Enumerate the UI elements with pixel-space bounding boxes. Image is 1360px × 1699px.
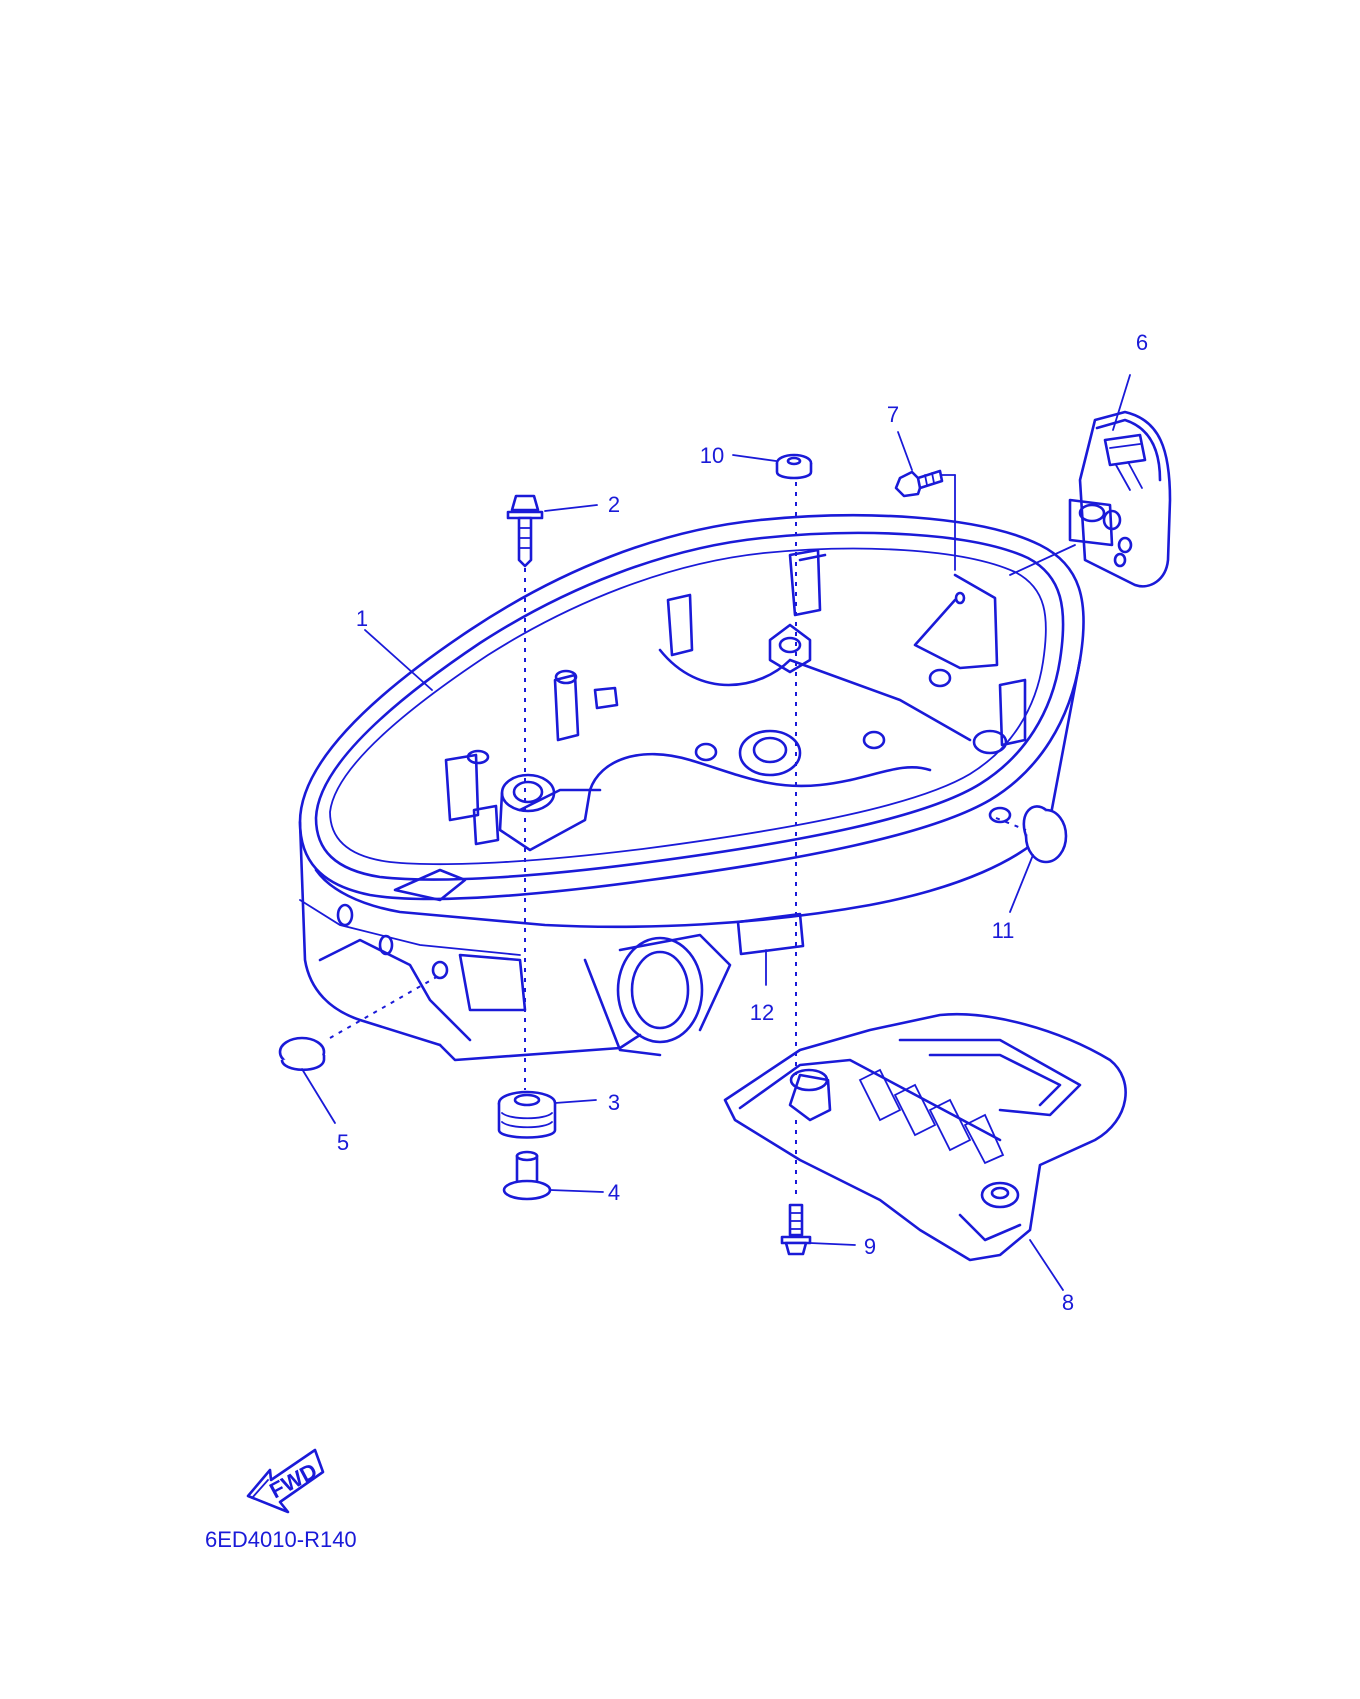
callout-6: 6 bbox=[1136, 330, 1148, 355]
leader-lines bbox=[301, 374, 1131, 1291]
callout-5: 5 bbox=[337, 1130, 349, 1155]
callout-12: 12 bbox=[750, 1000, 774, 1025]
plug-part-5 bbox=[278, 1036, 326, 1072]
callout-7: 7 bbox=[887, 402, 899, 427]
screw-part-2 bbox=[506, 494, 544, 568]
callout-2: 2 bbox=[608, 492, 620, 517]
bolt-part-7 bbox=[894, 469, 944, 498]
callout-4: 4 bbox=[608, 1180, 620, 1205]
callout-9: 9 bbox=[864, 1234, 876, 1259]
part-callouts: 1 2 3 4 5 6 7 8 9 10 11 12 bbox=[337, 330, 1148, 1315]
callout-11: 11 bbox=[992, 918, 1015, 943]
drawing-code: 6ED4010-R140 bbox=[205, 1527, 357, 1552]
callout-1: 1 bbox=[356, 606, 368, 631]
plug-part-11 bbox=[1022, 805, 1068, 864]
nut-part-10 bbox=[775, 453, 813, 480]
grommet-part-3 bbox=[497, 1090, 557, 1139]
callout-10: 10 bbox=[700, 443, 724, 468]
bottom-cowling bbox=[298, 514, 1085, 1062]
callout-3: 3 bbox=[608, 1090, 620, 1115]
latch-part-6 bbox=[1068, 410, 1172, 588]
screw-part-9 bbox=[780, 1203, 812, 1256]
assembly-axis-lines bbox=[329, 482, 1027, 1200]
fwd-arrow-icon: FWD bbox=[246, 1448, 325, 1514]
collar-part-4 bbox=[502, 1150, 552, 1201]
callout-8: 8 bbox=[1062, 1290, 1074, 1315]
grip-part-8 bbox=[723, 1013, 1127, 1262]
